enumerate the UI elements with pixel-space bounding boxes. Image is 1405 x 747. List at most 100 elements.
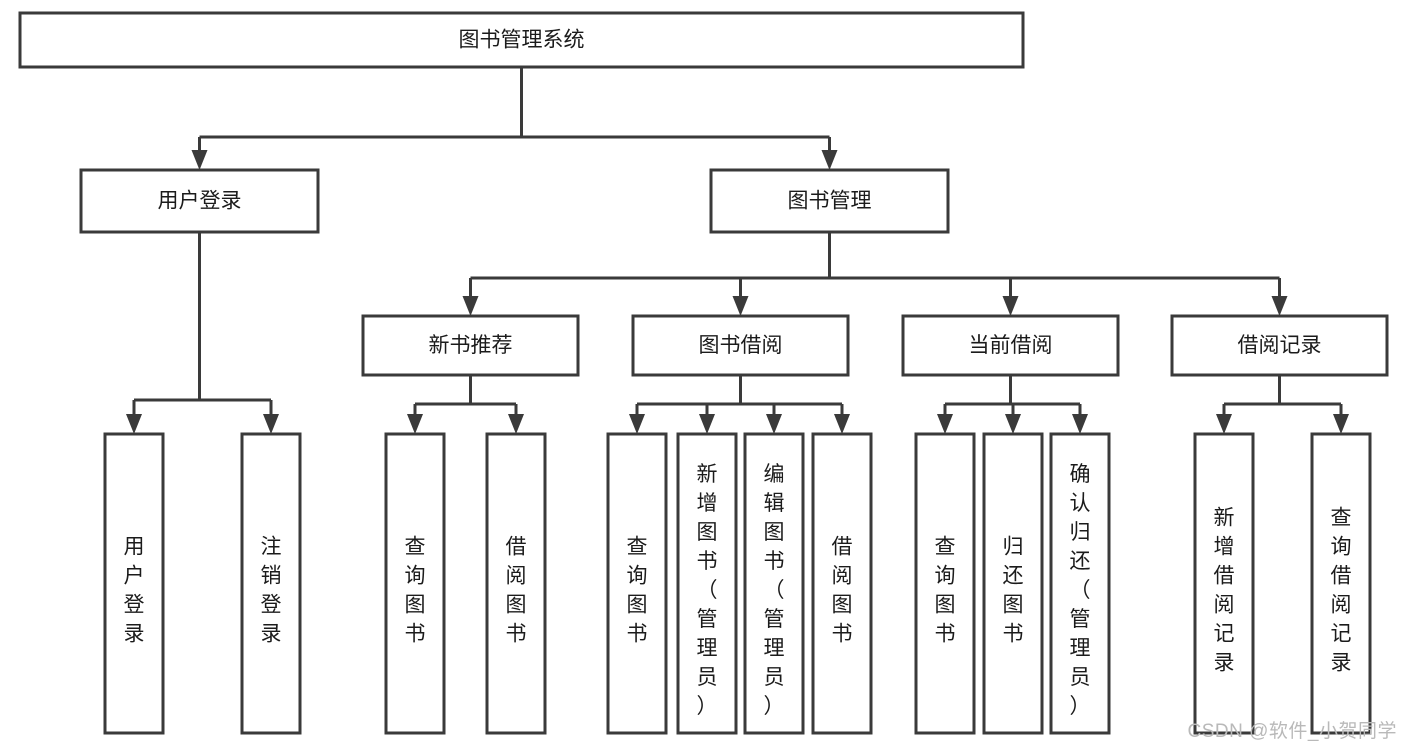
node-label-leaf-query-book-recommend-char-3: 书 (405, 623, 426, 646)
current-borrow-arrow-0 (937, 414, 953, 434)
root-arrow-0 (191, 150, 208, 170)
node-box-leaf-borrow-book-recommend (485, 432, 547, 735)
node-label-book-borrow: 图书借阅 (699, 334, 783, 357)
node-label-leaf-edit-book-admin-char-2: 图 (764, 521, 785, 544)
node-label-leaf-query-borrow-record-char-1: 询 (1331, 536, 1352, 559)
node-box-current-borrow (901, 314, 1120, 377)
book-borrow-arrow-2 (766, 414, 782, 434)
node-label-leaf-confirm-return-admin-char-0: 确 (1070, 463, 1091, 486)
node-label-leaf-borrow-book-recommend-char-2: 图 (506, 594, 527, 617)
node-label-leaf-edit-book-admin-char-5: 管 (764, 608, 785, 631)
node-box-leaf-query-book-recommend (384, 432, 446, 735)
node-label-leaf-confirm-return-admin-char-3: 还 (1070, 550, 1091, 573)
node-label-leaf-query-borrow-record-char-5: 录 (1331, 652, 1352, 675)
book-manage-arrow-3 (1271, 296, 1288, 316)
node-label-leaf-add-book-admin-char-8: ） (697, 695, 718, 718)
node-label-leaf-confirm-return-admin-char-1: 认 (1070, 492, 1091, 515)
node-label-leaf-borrow-book-recommend-char-3: 书 (506, 623, 527, 646)
borrow-record-arrow-0 (1216, 414, 1232, 434)
node-user-login[interactable]: 用户登录 (79, 168, 320, 234)
current-borrow-arrow-2 (1072, 414, 1088, 434)
new-book-recommend-arrow-0 (407, 414, 423, 434)
node-label-leaf-confirm-return-admin-char-4: （ (1070, 579, 1091, 602)
node-label-leaf-query-book-current-char-2: 图 (935, 594, 956, 617)
book-manage-arrow-2 (1002, 296, 1019, 316)
book-borrow-arrow-3 (834, 414, 850, 434)
node-root[interactable]: 图书管理系统 (18, 11, 1025, 69)
node-label-leaf-return-book-char-1: 还 (1003, 565, 1024, 588)
node-label-leaf-user-login-char-3: 录 (124, 623, 145, 646)
node-label-leaf-query-borrow-record-char-3: 阅 (1331, 594, 1352, 617)
node-label-leaf-borrow-book-char-3: 书 (832, 623, 853, 646)
node-label-leaf-add-book-admin-char-4: （ (697, 579, 718, 602)
node-leaf-user-login[interactable]: 用户登录 (103, 432, 165, 735)
node-label-leaf-borrow-book-char-1: 阅 (832, 565, 853, 588)
node-label-leaf-edit-book-admin-char-1: 辑 (764, 492, 785, 515)
user-login-arrow-0 (126, 414, 142, 434)
current-borrow-arrow-1 (1005, 414, 1021, 434)
node-label-leaf-query-book-borrow-char-1: 询 (627, 565, 648, 588)
node-label-leaf-query-book-recommend-char-1: 询 (405, 565, 426, 588)
node-box-leaf-query-borrow-record (1310, 432, 1372, 735)
node-label-leaf-query-borrow-record-char-0: 查 (1331, 507, 1352, 530)
node-box-leaf-user-logout (240, 432, 302, 735)
node-label-leaf-edit-book-admin-char-3: 书 (764, 550, 785, 573)
node-label-leaf-confirm-return-admin-char-6: 理 (1070, 637, 1091, 660)
node-label-borrow-record: 借阅记录 (1238, 334, 1322, 357)
node-label-leaf-query-borrow-record-char-4: 记 (1331, 623, 1352, 646)
node-label-leaf-borrow-book-char-0: 借 (832, 536, 853, 559)
node-label-leaf-query-book-borrow-char-0: 查 (627, 536, 648, 559)
csdn-watermark: CSDN @软件_小贺同学 (1187, 721, 1397, 742)
node-label-leaf-confirm-return-admin-char-5: 管 (1070, 608, 1091, 631)
node-box-user-login (79, 168, 320, 234)
node-label-leaf-edit-book-admin-char-6: 理 (764, 637, 785, 660)
node-box-new-book-recommend (361, 314, 580, 377)
book-borrow-arrow-1 (699, 414, 715, 434)
user-login-arrow-1 (263, 414, 279, 434)
node-borrow-record[interactable]: 借阅记录 (1170, 314, 1389, 377)
node-label-new-book-recommend: 新书推荐 (429, 334, 513, 357)
node-book-manage[interactable]: 图书管理 (709, 168, 950, 234)
node-label-leaf-edit-book-admin-char-8: ） (764, 695, 785, 718)
node-label-leaf-edit-book-admin-char-4: （ (764, 579, 785, 602)
node-label-leaf-return-book-char-0: 归 (1003, 536, 1024, 559)
node-book-borrow[interactable]: 图书借阅 (631, 314, 850, 377)
node-label-leaf-add-book-admin-char-1: 增 (697, 492, 718, 515)
borrow-record-arrow-1 (1333, 414, 1349, 434)
node-label-leaf-user-logout-char-1: 销 (261, 565, 282, 588)
node-label-leaf-user-logout-char-3: 录 (261, 623, 282, 646)
node-label-leaf-edit-book-admin-char-7: 员 (764, 666, 785, 689)
node-label-leaf-query-book-recommend-char-2: 图 (405, 594, 426, 617)
node-label-root: 图书管理系统 (459, 29, 585, 52)
node-current-borrow[interactable]: 当前借阅 (901, 314, 1120, 377)
node-label-leaf-add-book-admin-char-6: 理 (697, 637, 718, 660)
node-new-book-recommend[interactable]: 新书推荐 (361, 314, 580, 377)
node-label-leaf-user-login-char-0: 用 (124, 536, 145, 559)
node-label-book-manage: 图书管理 (788, 190, 872, 213)
node-label-leaf-add-book-admin-char-2: 图 (697, 521, 718, 544)
node-box-leaf-query-book-current (914, 432, 976, 735)
node-label-leaf-confirm-return-admin-char-2: 归 (1070, 521, 1091, 544)
node-label-leaf-add-book-admin-char-0: 新 (697, 463, 718, 486)
node-label-leaf-borrow-book-recommend-char-0: 借 (506, 536, 527, 559)
node-label-leaf-confirm-return-admin-char-7: 员 (1070, 666, 1091, 689)
node-label-leaf-add-book-admin-char-5: 管 (697, 608, 718, 631)
node-label-leaf-query-book-recommend-char-0: 查 (405, 536, 426, 559)
node-box-leaf-edit-book-admin (743, 432, 805, 735)
node-label-leaf-add-borrow-record-char-0: 新 (1214, 507, 1235, 530)
node-box-leaf-add-borrow-record (1193, 432, 1255, 735)
